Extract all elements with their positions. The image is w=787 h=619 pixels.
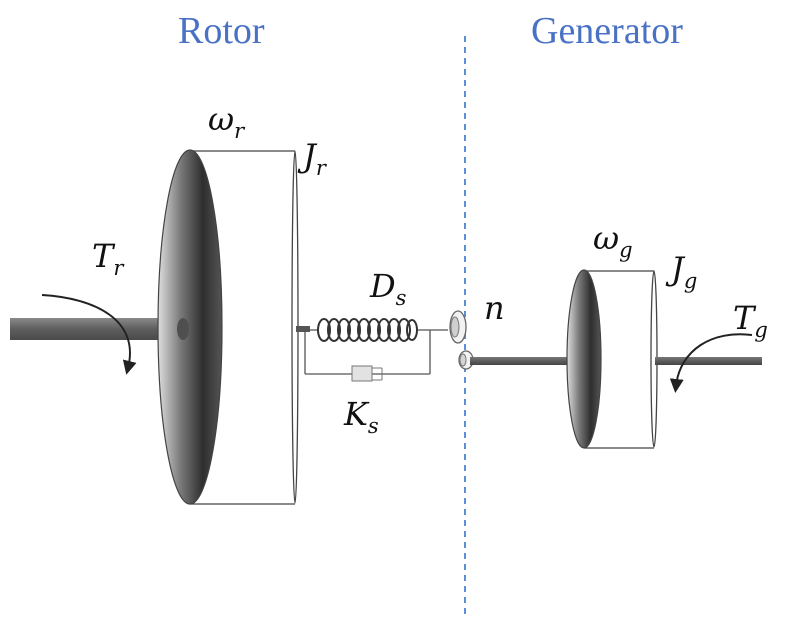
n-label: n <box>484 289 505 327</box>
rotor-stub <box>296 326 310 332</box>
rotor-shaft <box>10 318 185 340</box>
j-r-label: Jr <box>303 137 326 180</box>
generator-disk <box>566 269 658 449</box>
t-g-label: Tg <box>733 299 768 342</box>
gearbox <box>449 310 474 370</box>
j-g-label: Jg <box>671 250 698 293</box>
generator-shaft-right <box>655 357 762 365</box>
omega-r-label: ωr <box>208 100 245 143</box>
t-r-label: Tr <box>92 237 124 280</box>
rotor-disk <box>157 149 299 505</box>
rotor-torque-arrow <box>41 294 137 375</box>
damper <box>351 365 383 382</box>
generator-header: Generator <box>531 10 683 52</box>
rotor-hub <box>177 318 189 340</box>
omega-g-label: ωg <box>593 219 633 262</box>
k-s-label: Ks <box>344 395 379 438</box>
rotor-header: Rotor <box>178 10 265 52</box>
d-s-label: Ds <box>370 267 407 310</box>
spring-coil <box>317 318 418 342</box>
spring-damper <box>304 329 448 375</box>
generator-torque-arrow <box>669 333 753 393</box>
